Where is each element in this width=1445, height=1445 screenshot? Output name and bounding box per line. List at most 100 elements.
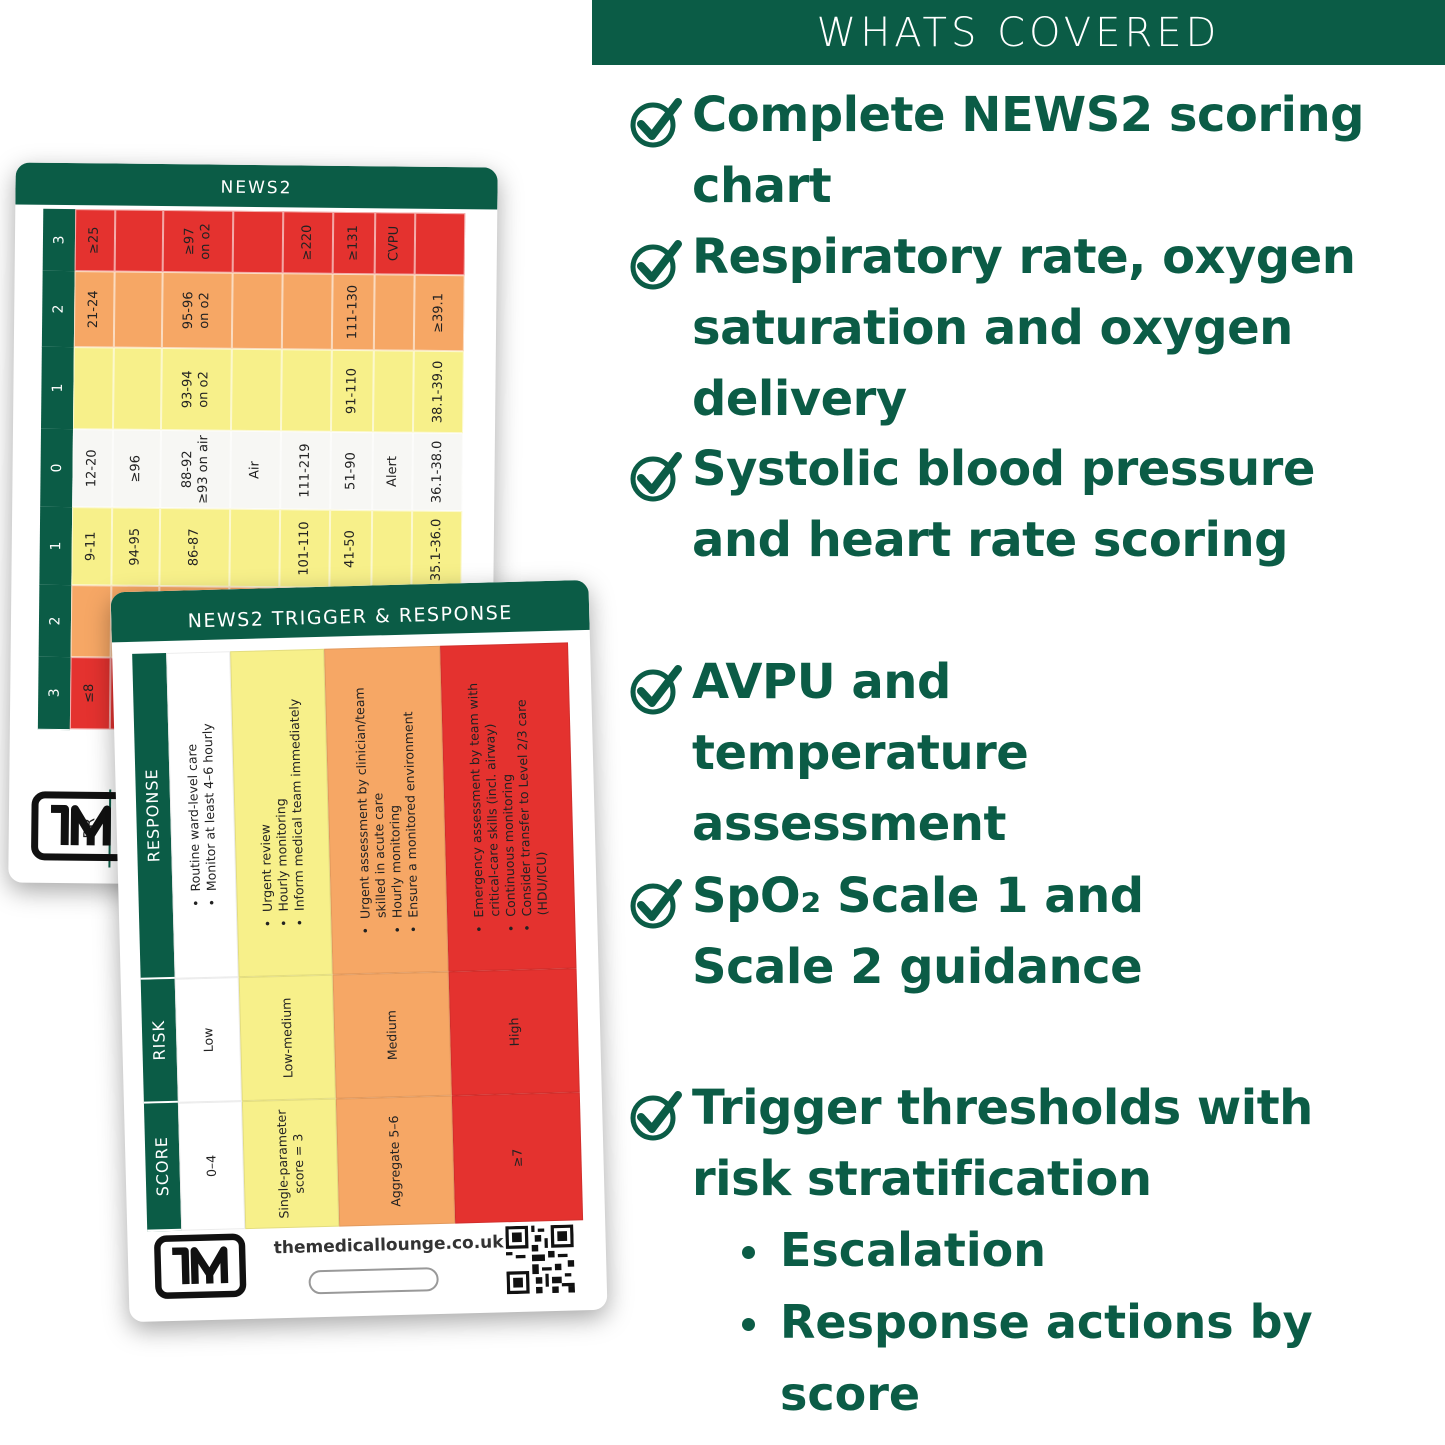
feature-item: Systolic blood pressure and heart rate s…: [628, 434, 1332, 576]
score-cell: [231, 272, 283, 350]
score-cell-text: 0–4: [203, 1154, 219, 1178]
score-header-cell: 0: [40, 428, 73, 509]
score-cell: [112, 347, 162, 431]
score-cell: Alert: [372, 432, 413, 511]
response-cell: • Urgent assessment by clinician/team sk…: [324, 645, 449, 975]
website-link[interactable]: themedicallounge.co.uk: [273, 1232, 504, 1259]
score-cell-text: 36.1-38.0: [429, 440, 445, 504]
score-cell: ≥25: [74, 209, 116, 272]
feature-text: SpO₂ Scale 1 and Scale 2 guidance: [692, 868, 1144, 995]
score-cell-text: 21-24: [86, 290, 102, 329]
feature-item: Trigger thresholds with risk stratificat…: [628, 1073, 1342, 1215]
sub-bullet-item: Response actions by score: [738, 1286, 1445, 1430]
score-cell-text: 101-110: [296, 521, 313, 576]
card-title: NEWS2: [15, 162, 498, 210]
score-header-cell: 1: [39, 506, 73, 587]
feature-text: Trigger thresholds with risk stratificat…: [692, 1080, 1313, 1207]
check-circle-icon: [630, 240, 682, 290]
score-cell: [229, 508, 281, 588]
medical-lounge-logo: [154, 1233, 247, 1299]
score-cell: [232, 210, 284, 274]
score-cell: [414, 212, 466, 276]
score-cell: [371, 510, 413, 589]
banner-title: WHATS COVERED: [816, 9, 1221, 56]
sub-bullet-list: Escalation Response actions by score: [738, 1214, 1445, 1430]
score-header-cell: 2: [38, 584, 72, 659]
feature-text: Respiratory rate, oxygen saturation and …: [692, 229, 1356, 427]
response-header-text: RESPONSE: [142, 768, 164, 863]
score-cell-text: 86-87: [186, 528, 202, 567]
response-cell: • Urgent review • Hourly monitoring • In…: [230, 648, 333, 978]
score-header-text: 3: [46, 688, 63, 698]
score-cell: ≥7: [451, 1092, 584, 1224]
score-cell: 38.1-39.0: [412, 350, 464, 434]
check-circle-icon: [630, 665, 682, 715]
score-cell-text: 95-96 on o2: [181, 291, 213, 330]
score-cell-text: 94-95: [127, 527, 143, 566]
score-cell: ≥39.1: [413, 274, 465, 352]
score-cell: 21-24: [73, 271, 115, 348]
score-cell: 35.1-36.0: [411, 510, 463, 590]
score-header-text: SCORE: [151, 1135, 173, 1197]
score-header-cell: 3: [37, 656, 71, 731]
risk-cell: Low: [174, 977, 242, 1103]
score-cell-text: 35.1-36.0: [428, 518, 445, 582]
check-circle-icon: [630, 452, 682, 502]
score-cell: 9-11: [71, 507, 113, 586]
banner: WHATS COVERED: [592, 0, 1445, 65]
score-cell-text: 111-130: [344, 284, 361, 340]
score-cell: 93-94 on o2: [160, 348, 232, 431]
score-cell-text: ≤8: [82, 683, 98, 703]
score-cell-text: 88-92 ≥93 on air: [179, 434, 211, 504]
score-cell: [280, 349, 332, 432]
score-cell: [281, 273, 333, 350]
feature-item: Respiratory rate, oxygen saturation and …: [628, 222, 1432, 435]
score-cell: 91-110: [330, 349, 374, 433]
lanyard-slot: [308, 1267, 439, 1295]
response-cell-text: • Urgent review • Hourly monitoring • In…: [257, 698, 308, 928]
score-cell: 12-20: [72, 429, 113, 508]
feature-item: SpO₂ Scale 1 and Scale 2 guidance: [628, 861, 1272, 1003]
score-header-cell: 3: [42, 208, 76, 273]
score-cell: [373, 274, 415, 351]
response-cell-text: • Emergency assessment by team with crit…: [465, 682, 551, 934]
score-cell: 36.1-38.0: [412, 432, 463, 512]
feature-text: Complete NEWS2 scoring chart: [692, 87, 1365, 214]
check-circle-icon: [630, 1091, 682, 1141]
check-circle-icon: [630, 98, 682, 148]
score-cell-text: 38.1-39.0: [430, 360, 446, 424]
score-cell: [113, 271, 163, 349]
score-cell: Air: [230, 430, 281, 510]
feature-text: AVPU and temperature assessment: [692, 654, 1029, 852]
risk-cell-text: High: [505, 1017, 522, 1047]
score-cell: Single-parameter score = 3: [241, 1098, 340, 1230]
score-header-cell: SCORE: [143, 1102, 182, 1232]
score-cell: [72, 347, 114, 430]
risk-header-text: RISK: [148, 1019, 169, 1061]
risk-cell: High: [448, 968, 580, 1096]
score-cell-text: Single-parameter score = 3: [273, 1109, 307, 1219]
score-cell: CVPU: [374, 212, 416, 275]
score-cell: ≥96: [112, 429, 161, 509]
score-cell-text: ≥97 on o2: [181, 223, 214, 260]
response-cell-text: • Urgent assessment by clinician/team sk…: [351, 687, 421, 935]
score-cell-text: 51-90: [343, 452, 359, 490]
score-cell: ≥97 on o2: [162, 210, 234, 273]
response-cell-text: • Routine ward-level care • Monitor at l…: [184, 723, 220, 908]
score-cell-text: 111-219: [297, 443, 313, 498]
score-cell: ≥220: [282, 211, 334, 274]
score-cell: Aggregate 5–6: [335, 1095, 456, 1227]
risk-cell-text: Medium: [383, 1009, 400, 1061]
check-circle-icon: [630, 879, 682, 929]
score-cell: ≤8: [69, 657, 111, 730]
score-cell: [372, 350, 414, 433]
sub-bullet-item: Escalation: [738, 1214, 1445, 1286]
score-cell: 111-219: [280, 431, 331, 510]
response-cell: • Emergency assessment by team with crit…: [440, 642, 577, 972]
score-cell-text: Alert: [384, 455, 400, 488]
score-cell: [230, 348, 282, 432]
score-header-text: 1: [47, 541, 64, 551]
score-cell: 111-130: [331, 273, 375, 351]
score-cell: 95-96 on o2: [161, 272, 233, 349]
